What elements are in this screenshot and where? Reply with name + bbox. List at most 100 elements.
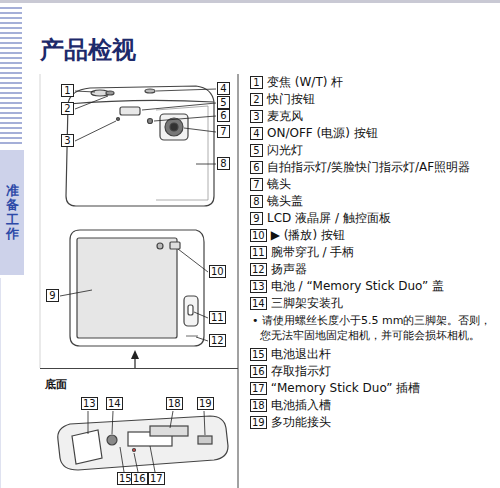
list-item: 11 腕带穿孔 / 手柄 <box>250 244 495 261</box>
section-tab-text: 准备工作 <box>6 184 19 241</box>
frame-left <box>40 74 41 368</box>
side-rule <box>0 278 1 488</box>
item-number: 11 <box>250 246 267 259</box>
tripod-socket <box>107 435 117 445</box>
item-number: 10 <box>250 229 267 242</box>
power-button <box>145 89 155 93</box>
view-heading: 底面 <box>45 377 67 392</box>
callout-number: 11 <box>209 311 226 324</box>
callout-number: 10 <box>209 265 226 278</box>
lens <box>165 118 183 136</box>
item-number: 9 <box>250 212 263 225</box>
item-text: 镜头 <box>267 176 495 193</box>
camera-front <box>66 86 214 206</box>
side-tab-ground <box>0 150 24 275</box>
page-title: 产品检视 <box>40 34 136 66</box>
item-number: 4 <box>250 127 263 140</box>
item-number: 17 <box>250 382 267 395</box>
camera-bottom <box>58 416 228 470</box>
list-item: 1变焦 (W/T) 杆 <box>250 74 495 91</box>
item-text: 快门按钮 <box>267 91 495 108</box>
callout-number: 19 <box>197 397 214 410</box>
self-timer-lamp <box>148 119 153 124</box>
list-item: 12 扬声器 <box>250 261 495 278</box>
lens-housing <box>160 114 188 140</box>
access-lamp <box>133 449 136 452</box>
item-text: 电池插入槽 <box>271 397 495 414</box>
list-item: 13 电池 / “Memory Stick Duo” 盖 <box>250 278 495 295</box>
list-item: 17“Memory Stick Duo” 插槽 <box>250 380 495 397</box>
bottom-view-frame: 底面 <box>40 368 238 488</box>
list-item: 3 麦克风 <box>250 108 495 125</box>
callout-number: 18 <box>166 397 183 410</box>
view-arrow <box>131 350 139 369</box>
camera-body-back <box>70 230 204 346</box>
divider <box>238 74 239 488</box>
callout-number: 4 <box>217 82 230 95</box>
callout-number: 2 <box>61 102 74 115</box>
multi-connector <box>198 436 212 444</box>
side-tab: 准备工作 <box>0 150 24 275</box>
microphone <box>117 118 120 121</box>
item-text: ▶ (播放) 按钮 <box>271 227 495 244</box>
side-stripes <box>0 8 22 143</box>
item-text: 镜头盖 <box>267 193 495 210</box>
item-number: 7 <box>250 178 263 191</box>
parts-list: 1变焦 (W/T) 杆2快门按钮3麦克风4ON/OFF (电源) 按钮5闪光灯6… <box>250 74 495 431</box>
item-text: 扬声器 <box>271 261 495 278</box>
item-text: 腕带穿孔 / 手柄 <box>271 244 495 261</box>
list-item: 7 镜头 <box>250 176 495 193</box>
leader-lines <box>60 89 216 472</box>
list-item: 19多功能接头 <box>250 414 495 431</box>
item-text: ON/OFF (电源) 按钮 <box>267 125 495 142</box>
grip <box>184 296 198 326</box>
list-item: 6自拍指示灯/笑脸快门指示灯/AF照明器 <box>250 159 495 176</box>
flash <box>120 107 140 115</box>
callout-number: 13 <box>81 397 98 410</box>
callout-number: 6 <box>217 109 230 122</box>
item-number: 5 <box>250 144 263 157</box>
item-text: 三脚架安装孔 <box>271 295 495 312</box>
callout-number: 16 <box>131 472 148 485</box>
item-text: 麦克风 <box>267 108 495 125</box>
callout-number: 8 <box>217 157 230 170</box>
camera-body <box>66 86 214 206</box>
item-text: 电池退出杆 <box>271 346 495 363</box>
play-button <box>170 242 180 249</box>
battery-slot <box>150 426 188 436</box>
callout-number: 5 <box>217 96 230 109</box>
item-number: 15 <box>250 348 267 361</box>
item-text: 电池 / “Memory Stick Duo” 盖 <box>271 278 495 295</box>
item-number: 8 <box>250 195 263 208</box>
callout-number: 12 <box>209 334 226 347</box>
item-number: 14 <box>250 297 267 310</box>
list-item: 15 电池退出杆 <box>250 346 495 363</box>
callout-number: 3 <box>61 134 74 147</box>
battery-cover-open <box>72 430 102 464</box>
speaker <box>186 336 198 337</box>
item-number: 3 <box>250 110 263 123</box>
item-text: 存取指示灯 <box>271 363 495 380</box>
list-item: 5 闪光灯 <box>250 142 495 159</box>
list-item: 8 镜头盖 <box>250 193 495 210</box>
item-number: 13 <box>250 280 267 293</box>
list-item: 9LCD 液晶屏 / 触控面板 <box>250 210 495 227</box>
item-text: 闪光灯 <box>267 142 495 159</box>
top-bar <box>0 0 500 3</box>
list-item: 16 存取指示灯 <box>250 363 495 380</box>
camera-underside <box>58 416 228 470</box>
item-number: 16 <box>250 365 267 378</box>
shutter-button <box>106 91 114 95</box>
lens-center <box>170 123 178 131</box>
item-number: 19 <box>250 416 267 429</box>
item-number: 6 <box>250 161 263 174</box>
list-item: 10 ▶ (播放) 按钮 <box>250 227 495 244</box>
item-number: 1 <box>250 76 263 89</box>
list-item: 4 ON/OFF (电源) 按钮 <box>250 125 495 142</box>
arrow-head <box>131 350 139 359</box>
lcd-screen <box>77 238 177 338</box>
item-number: 12 <box>250 263 267 276</box>
list-item: 2快门按钮 <box>250 91 495 108</box>
camera-back <box>70 230 204 346</box>
